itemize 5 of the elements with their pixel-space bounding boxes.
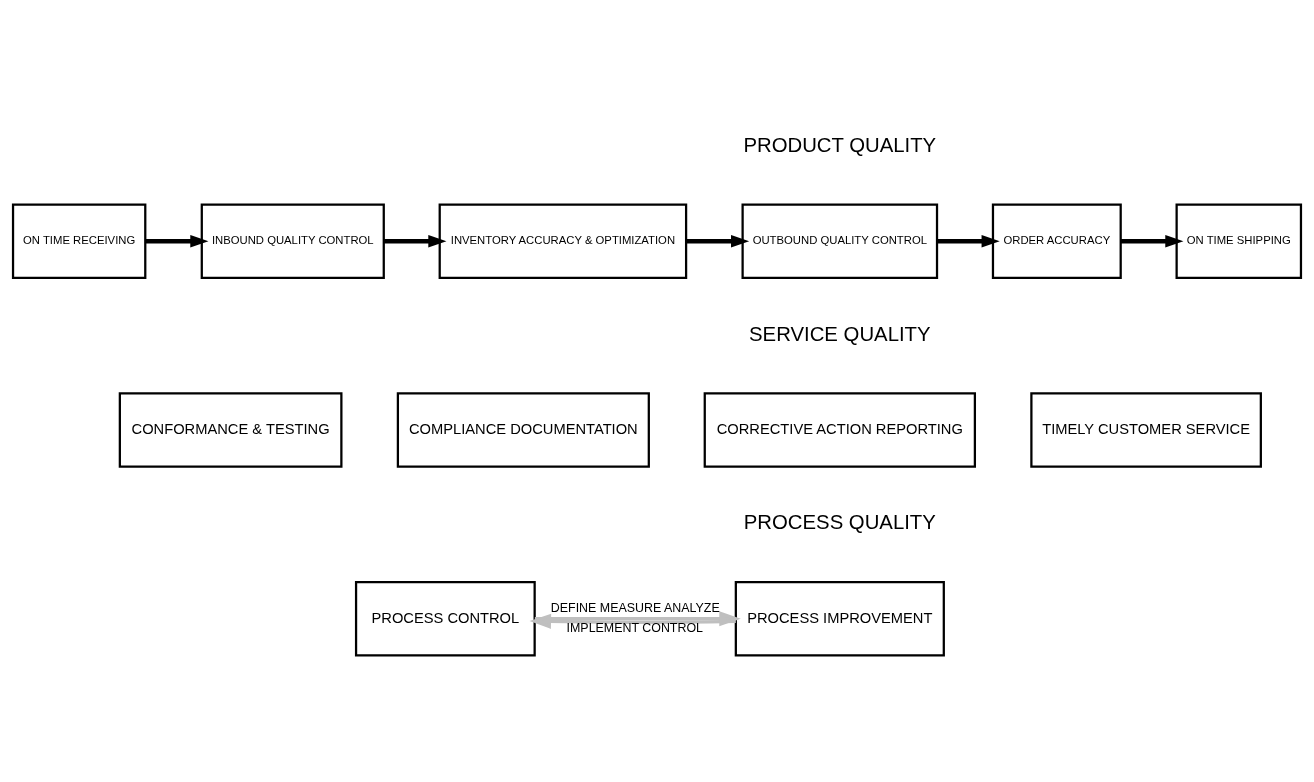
edge-label: DEFINE MEASURE ANALYZE (550, 600, 720, 615)
label: PRODUCT QUALITY (743, 133, 937, 156)
label: SERVICE QUALITY (749, 322, 931, 345)
label: PROCESS QUALITY (743, 511, 936, 534)
edge-label: IMPLEMENT CONTROL (566, 621, 704, 636)
